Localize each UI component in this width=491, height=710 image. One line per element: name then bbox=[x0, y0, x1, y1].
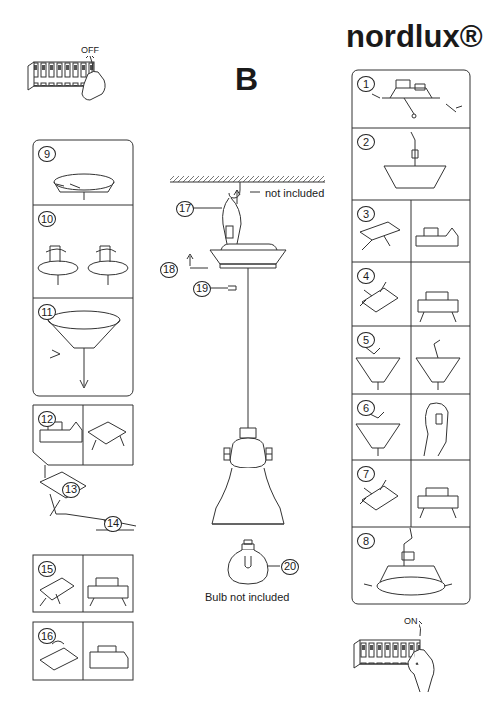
step-cell: 16 bbox=[33, 622, 83, 680]
step-number: 3 bbox=[357, 206, 375, 222]
fuse-box-on bbox=[354, 620, 434, 692]
step-number: 12 bbox=[38, 411, 56, 427]
steps-panel bbox=[352, 70, 470, 604]
step-number: 2 bbox=[357, 134, 375, 150]
step-cell: 1 bbox=[352, 70, 470, 128]
step-number: 7 bbox=[357, 466, 375, 482]
switch-label: ON bbox=[403, 617, 419, 627]
step-cell: 11 bbox=[33, 298, 133, 396]
step-number: 11 bbox=[38, 304, 56, 320]
step-cell: 12 bbox=[33, 405, 83, 465]
brand-logo: nordlux® bbox=[345, 20, 484, 54]
step-cell: 5 bbox=[352, 326, 411, 394]
step-number: 10 bbox=[38, 211, 56, 227]
step-number: 5 bbox=[357, 332, 375, 348]
step-number: 9 bbox=[38, 146, 56, 162]
callout-number: 17 bbox=[176, 201, 194, 217]
step-number: 4 bbox=[357, 268, 375, 284]
switch-label: OFF bbox=[80, 46, 100, 56]
step-cell: 15 bbox=[33, 555, 83, 612]
step-number: 16 bbox=[38, 628, 56, 644]
step-cell: 7 bbox=[352, 460, 411, 527]
fuse-box-off bbox=[28, 54, 105, 100]
steps-panel-left bbox=[33, 140, 133, 396]
callout-number: 14 bbox=[104, 516, 122, 532]
step-number: 8 bbox=[357, 533, 375, 549]
section-letter: B bbox=[234, 62, 259, 97]
step-cell: 4 bbox=[352, 262, 411, 326]
step-cell: 6 bbox=[352, 394, 411, 460]
step-number: 15 bbox=[38, 561, 56, 577]
step-cell: 9 bbox=[33, 140, 133, 205]
note: not included bbox=[264, 187, 325, 199]
step-cell: 2 bbox=[352, 128, 470, 200]
callout-number: 19 bbox=[193, 281, 211, 297]
step-cell: 8 bbox=[352, 527, 470, 604]
step-cell: 10 bbox=[33, 205, 133, 298]
callout-number: 18 bbox=[160, 262, 178, 278]
step-number: 1 bbox=[357, 76, 375, 92]
callout-number: 13 bbox=[62, 482, 80, 498]
step-number: 6 bbox=[357, 400, 375, 416]
note: Bulb not included bbox=[204, 591, 290, 603]
step-cell: 3 bbox=[352, 200, 411, 262]
callout-number: 20 bbox=[281, 559, 299, 575]
